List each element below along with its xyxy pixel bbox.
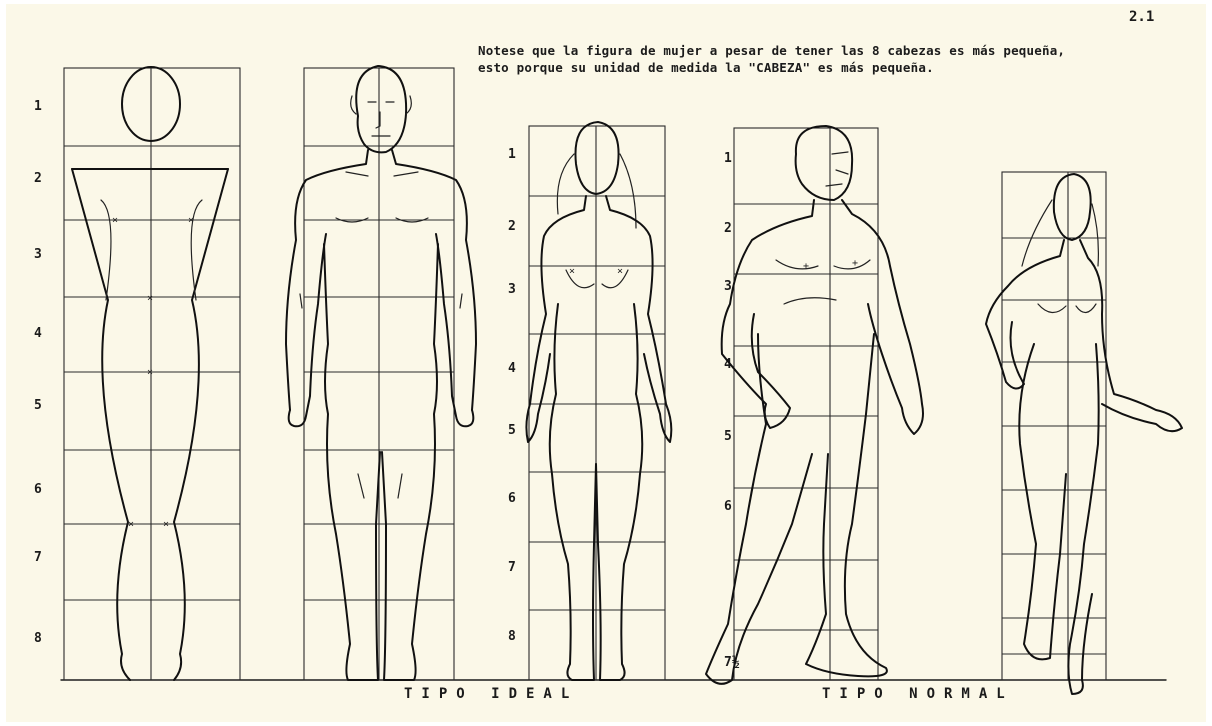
head-count-6: 6 [724, 499, 732, 514]
head-count-4: 4 [34, 326, 42, 341]
head-count-5: 5 [34, 398, 42, 413]
normal-man-figure: + + [706, 126, 923, 684]
head-count-3: 3 [508, 282, 516, 297]
ideal-man-figure [286, 66, 476, 680]
svg-text:×: × [147, 367, 153, 378]
head-count-7: 7 [34, 550, 42, 565]
grid-ideal-schematic-numbers: 1 2 3 4 5 6 7 8 [34, 99, 42, 646]
head-count-1: 1 [724, 151, 732, 166]
ideal-man-head [356, 66, 406, 152]
grid-ideal-woman [529, 126, 665, 680]
grid-ideal-man [304, 68, 454, 680]
head-count-3: 3 [34, 247, 42, 262]
ideal-woman-head [575, 122, 618, 194]
head-count-1: 1 [34, 99, 42, 114]
label-tipo-normal: TIPO NORMAL [822, 686, 1014, 702]
grid-ideal-woman-numbers: 1 2 3 4 5 6 7 8 [508, 147, 516, 644]
svg-text:×: × [128, 519, 134, 530]
head-count-7-half: 7½ [724, 655, 740, 670]
normal-woman-head [1054, 174, 1091, 240]
normal-man-head [796, 126, 853, 200]
svg-text:×: × [112, 215, 118, 226]
head-count-7: 7 [508, 560, 516, 575]
svg-text:+: + [803, 261, 809, 272]
svg-text:×: × [569, 266, 575, 277]
schematic-figure: × × × × × × [72, 67, 228, 680]
head-count-5: 5 [724, 429, 732, 444]
head-count-2: 2 [508, 219, 516, 234]
normal-woman-figure [986, 174, 1182, 694]
head-count-2: 2 [34, 171, 42, 186]
svg-text:×: × [147, 293, 153, 304]
svg-text:×: × [188, 215, 194, 226]
ideal-woman-figure: × × [526, 122, 671, 680]
head-count-8: 8 [508, 629, 516, 644]
head-count-6: 6 [34, 482, 42, 497]
head-count-4: 4 [508, 361, 516, 376]
proportion-diagram: 1 2 3 4 5 6 7 8 × × × × × × [6, 4, 1206, 722]
svg-text:×: × [617, 266, 623, 277]
head-count-2: 2 [724, 221, 732, 236]
head-count-8: 8 [34, 631, 42, 646]
grid-normal-man-numbers: 1 2 3 4 5 6 7½ [724, 151, 740, 670]
label-tipo-ideal: TIPO IDEAL [404, 686, 578, 702]
drawing-sheet: 2.1 Notese que la figura de mujer a pesa… [6, 4, 1206, 722]
head-count-3: 3 [724, 279, 732, 294]
head-count-5: 5 [508, 423, 516, 438]
head-count-6: 6 [508, 491, 516, 506]
head-count-1: 1 [508, 147, 516, 162]
svg-text:+: + [852, 258, 858, 269]
grid-normal-man [734, 128, 878, 680]
svg-text:×: × [163, 519, 169, 530]
